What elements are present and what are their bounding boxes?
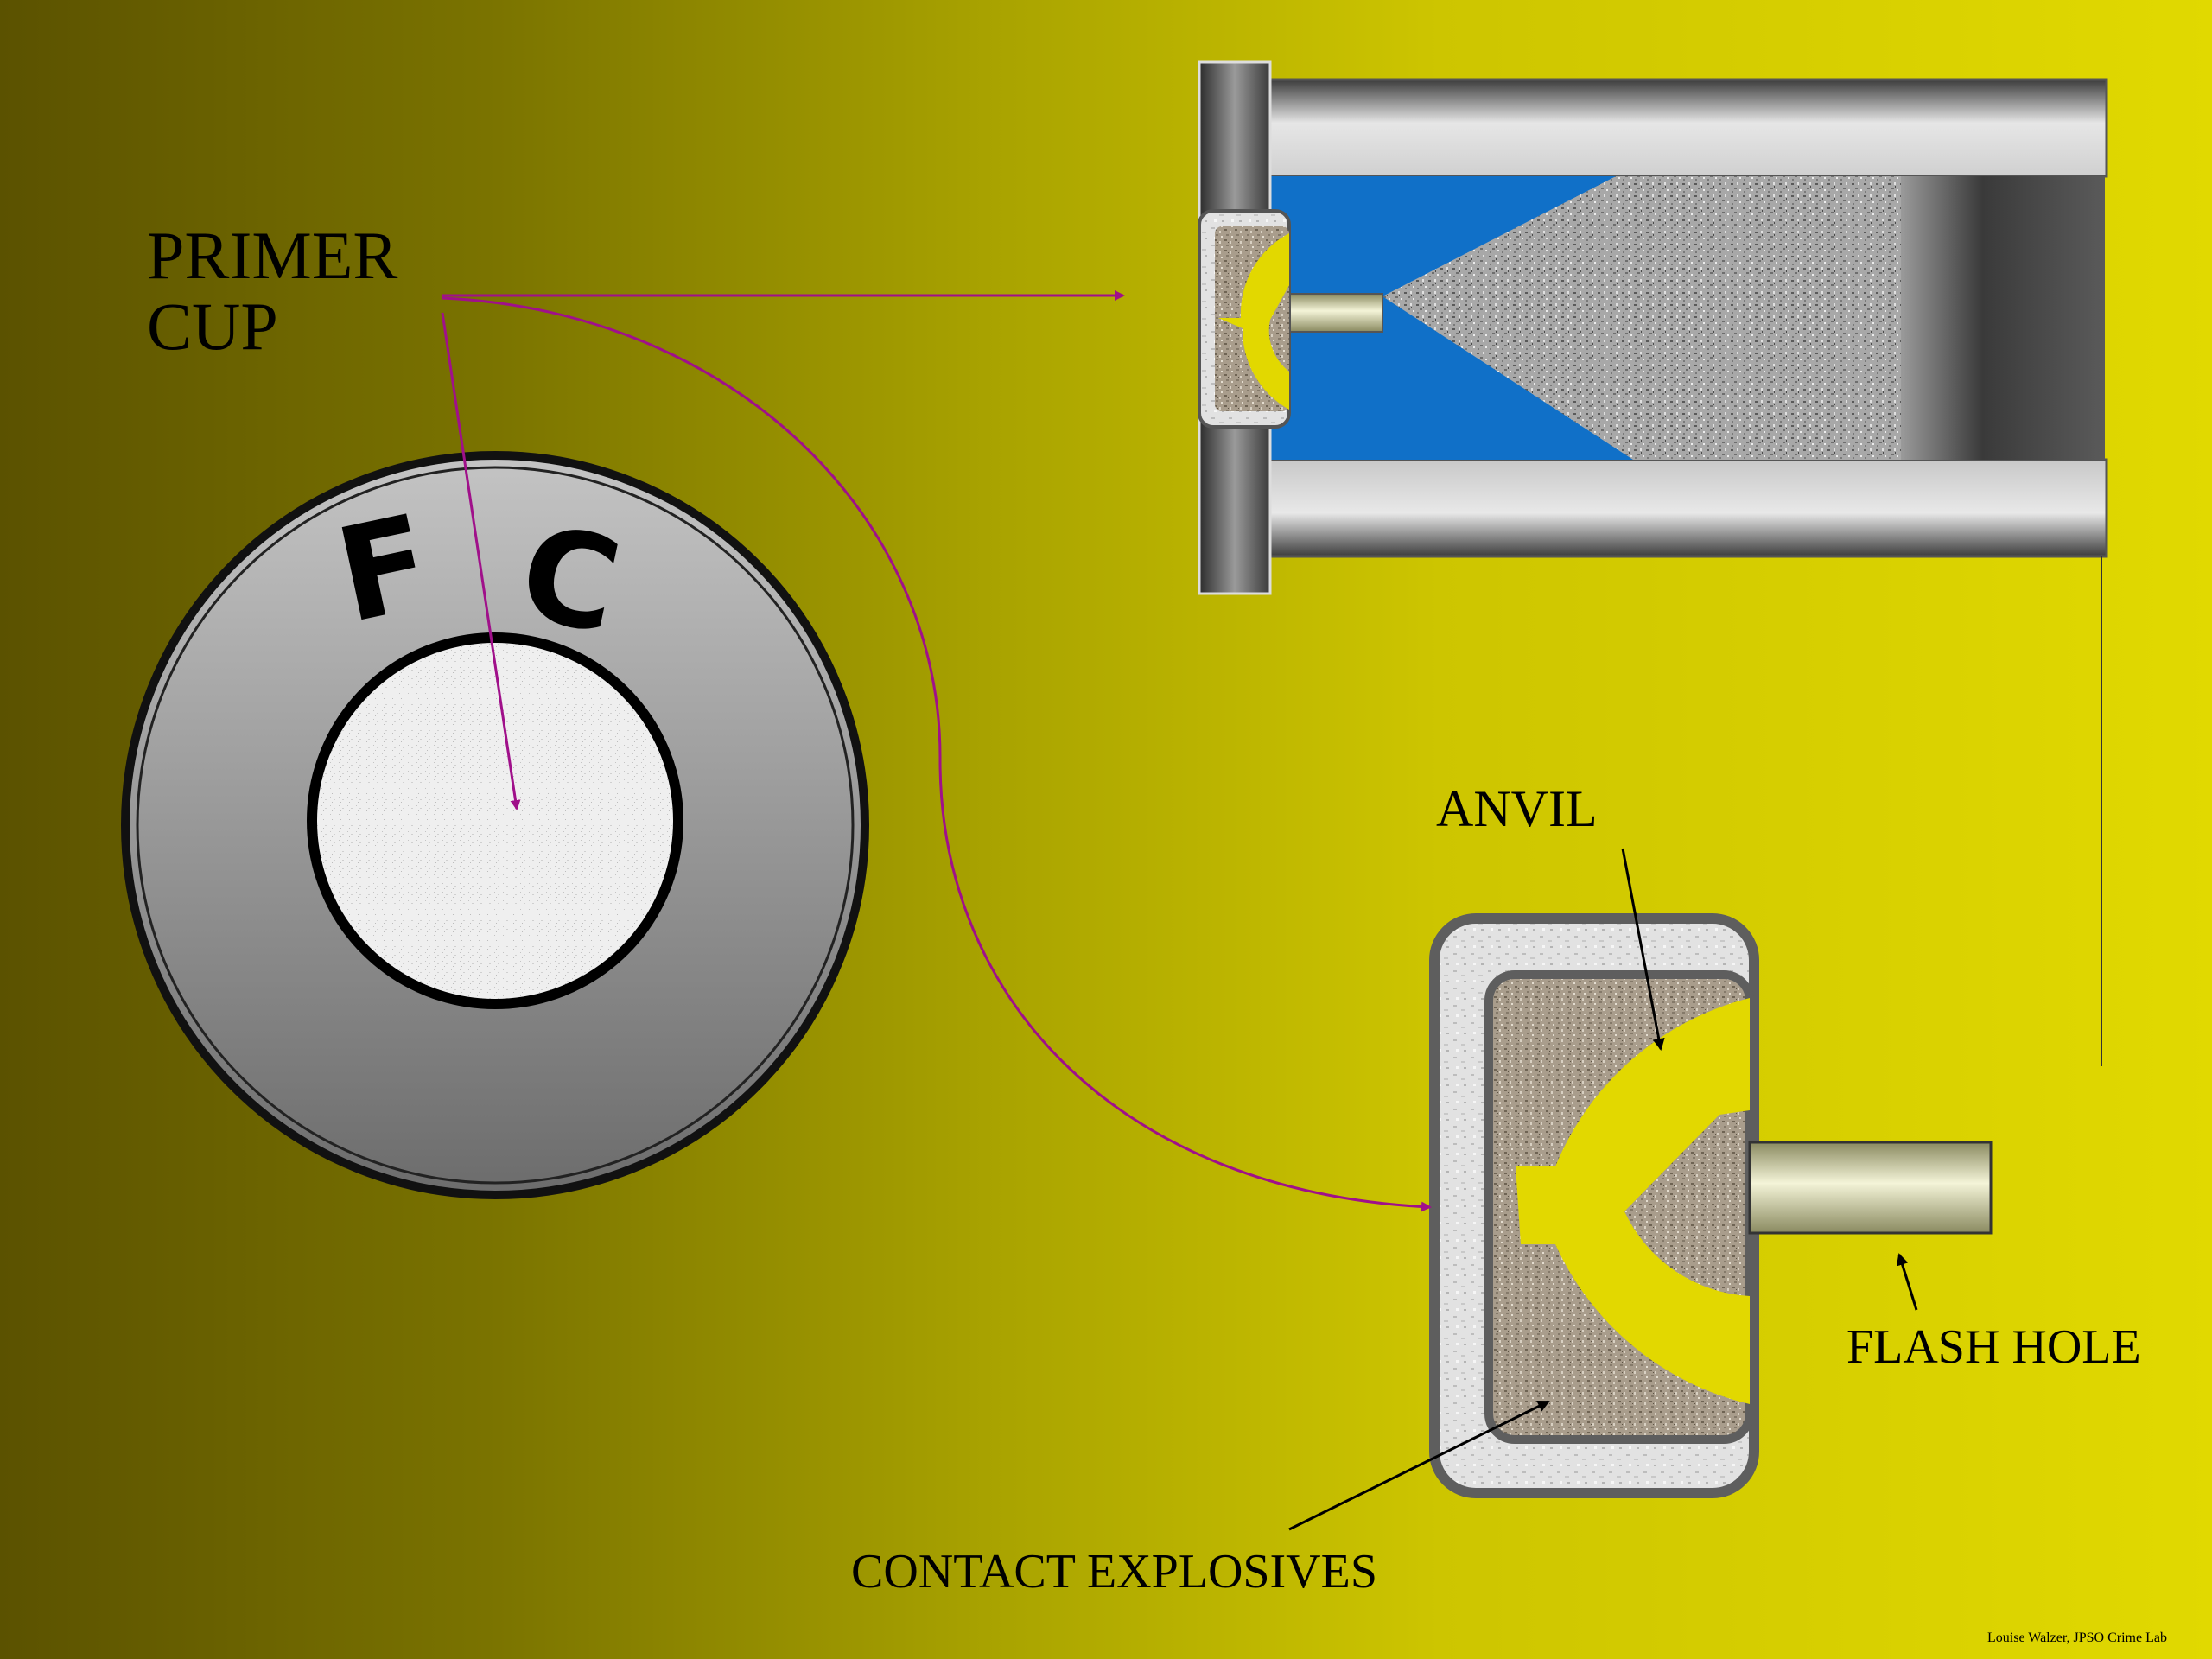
anvil [1516, 998, 1750, 1404]
flash-hole-label: FLASH HOLE [1847, 1320, 2141, 1374]
arrow-to-primer-cup [442, 296, 1432, 1212]
anvil-label: ANVIL [1436, 780, 1598, 837]
primer-label-line1: PRIMER [147, 218, 398, 293]
primer-cup-detail [1429, 913, 1993, 1498]
primer-cup-label: PRIMER CUP [147, 220, 397, 362]
leader-lines [441, 290, 2102, 1531]
case-head-ring [136, 466, 855, 1185]
arrow-flash-hole [1896, 1253, 1918, 1311]
primer-face [307, 632, 683, 1009]
headstamp-disc: F C [121, 451, 869, 1199]
primer-label-line2: CUP [147, 288, 278, 364]
cartridge-cross-section [1198, 60, 2108, 595]
propellant-powder [1382, 176, 1901, 460]
arrow-anvil [1621, 848, 1665, 1051]
contact-explosives-label: CONTACT EXPLOSIVES [851, 1545, 1377, 1599]
arrow-to-primer-face [441, 312, 521, 810]
flash-hole [1748, 1141, 1993, 1235]
case-wall-bottom [1268, 458, 2108, 558]
arrow-contact-explosives [1288, 1400, 1550, 1531]
small-anvil [1218, 233, 1289, 410]
case-wall-top [1268, 78, 2108, 178]
credit-text: Louise Walzer, JPSO Crime Lab [1987, 1630, 2167, 1645]
small-flash-hole [1288, 293, 1383, 333]
bullet-base [1901, 176, 2105, 460]
